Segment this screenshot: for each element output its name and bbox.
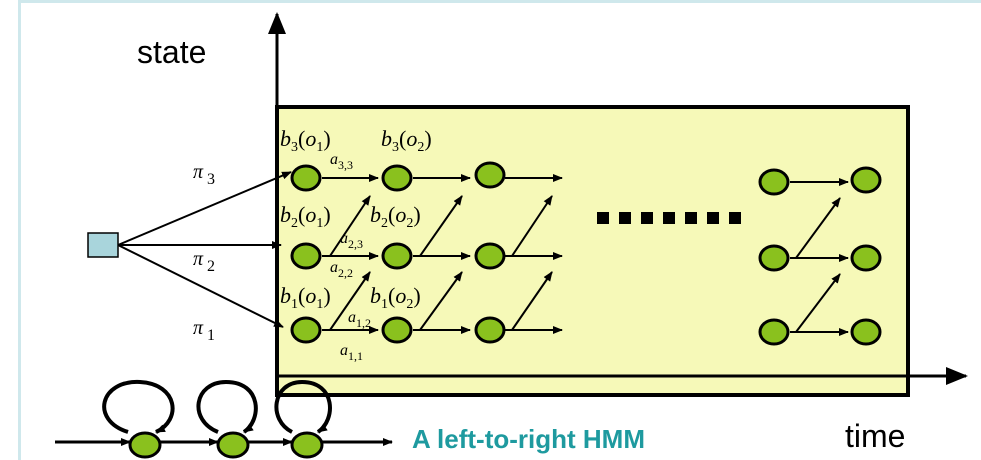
init-arrow-1 bbox=[117, 244, 284, 328]
transition-a22: a2,2 bbox=[330, 259, 353, 280]
transition-a11: a1,1 bbox=[340, 342, 363, 363]
state-axis-label: state bbox=[137, 34, 207, 70]
ellipsis-dots bbox=[597, 212, 741, 224]
transition-a12: a1,2 bbox=[348, 309, 371, 330]
emission-b3-o2: b3(o2) bbox=[381, 126, 432, 155]
emission-b1-o2: b1(o2) bbox=[370, 283, 421, 312]
init-arrow-3 bbox=[117, 171, 292, 246]
diagonal-transitions bbox=[329, 195, 841, 333]
start-box bbox=[87, 232, 119, 258]
left-to-right-hmm bbox=[55, 379, 393, 459]
emission-b2-o2: b2(o2) bbox=[370, 202, 421, 231]
emission-b3-o1: b3(o1) bbox=[280, 126, 331, 155]
state-nodes bbox=[290, 161, 882, 346]
slide-frame bbox=[18, 0, 981, 460]
time-axis-label: time bbox=[845, 418, 906, 454]
transition-a33: a3,3 bbox=[330, 151, 353, 172]
hmm-caption: A left-to-right HMM bbox=[412, 424, 645, 454]
trellis-region bbox=[275, 105, 910, 397]
emission-b2-o1: b2(o1) bbox=[280, 202, 331, 231]
horizontal-transitions bbox=[322, 174, 849, 336]
emission-b1-o1: b1(o1) bbox=[280, 283, 331, 312]
transition-a23: a2,3 bbox=[340, 230, 363, 251]
